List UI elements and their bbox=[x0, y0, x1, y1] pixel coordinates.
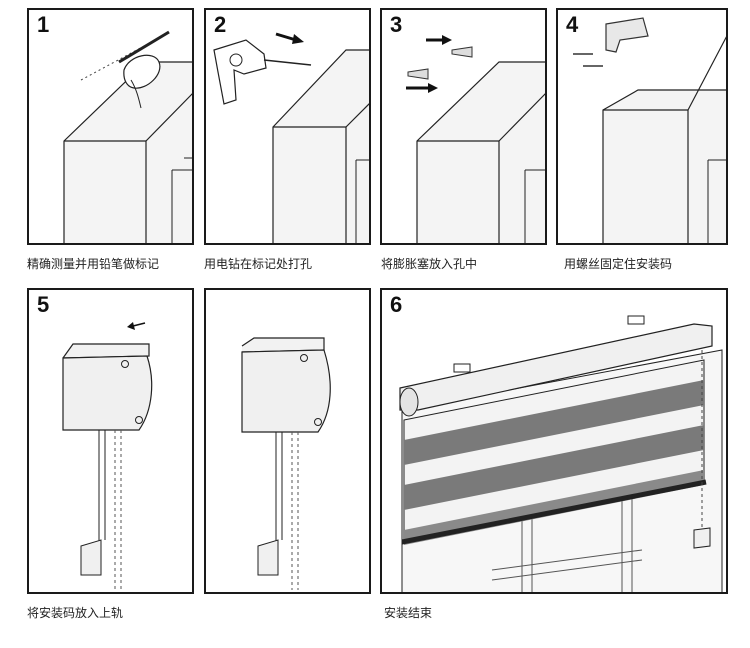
step-6-panel: 6 bbox=[380, 288, 728, 594]
chain-icon bbox=[257, 432, 299, 590]
step-1-caption: 精确测量并用铅笔做标记 bbox=[27, 257, 160, 271]
arrow-icon bbox=[275, 32, 304, 44]
chain-icon bbox=[80, 430, 122, 590]
step-5-caption: 将安装码放入上轨 bbox=[27, 606, 124, 620]
step-3-panel: 3 bbox=[380, 8, 547, 245]
step-2-caption: 用电钻在标记处打孔 bbox=[204, 257, 313, 271]
step-5-illustration bbox=[62, 322, 153, 590]
step-5b-illustration bbox=[241, 337, 331, 590]
drill-icon bbox=[213, 39, 312, 105]
step-4-caption: 用螺丝固定住安装码 bbox=[564, 257, 673, 271]
arrow-icon bbox=[127, 322, 146, 330]
step-4-panel: 4 bbox=[556, 8, 728, 245]
step-5b-panel bbox=[204, 288, 371, 594]
arrow-icon bbox=[406, 35, 452, 93]
step-2-panel: 2 bbox=[204, 8, 371, 245]
headrail-icon bbox=[399, 315, 713, 417]
step-6-illustration bbox=[399, 315, 723, 592]
step-2-illustration bbox=[213, 32, 369, 243]
step-5-number: 5 bbox=[37, 292, 50, 317]
step-5-panel: 5 bbox=[27, 288, 194, 594]
headrail-bracket-icon bbox=[241, 337, 331, 433]
step-4-number: 4 bbox=[566, 12, 579, 37]
blind-fabric-icon bbox=[401, 359, 707, 545]
chain-icon bbox=[693, 350, 711, 549]
pencil-icon bbox=[118, 30, 170, 109]
step-1-illustration bbox=[63, 30, 192, 243]
bracket-icon bbox=[573, 17, 649, 67]
step-3-illustration bbox=[406, 35, 545, 243]
step-3-number: 3 bbox=[390, 12, 403, 37]
headrail-bracket-icon bbox=[62, 343, 153, 431]
step-6-caption: 安装结束 bbox=[384, 606, 433, 620]
wall-plug-icon bbox=[407, 46, 473, 80]
step-2-number: 2 bbox=[214, 12, 227, 37]
step-1-number: 1 bbox=[37, 12, 50, 37]
step-4-illustration bbox=[573, 17, 726, 243]
step-6-number: 6 bbox=[390, 292, 403, 317]
step-1-panel: 1 bbox=[27, 8, 194, 245]
step-3-caption: 将膨胀塞放入孔中 bbox=[381, 257, 478, 271]
